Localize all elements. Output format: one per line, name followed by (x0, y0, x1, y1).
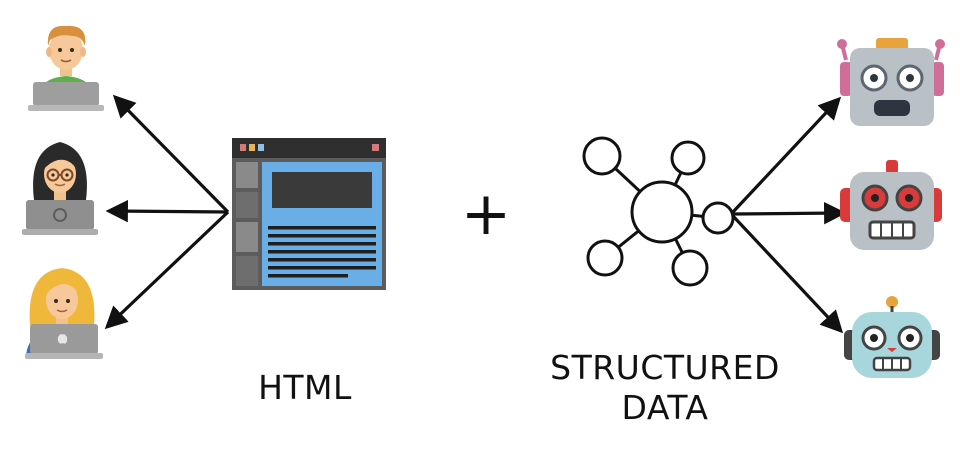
graph-node-right (701, 201, 735, 235)
html-page-icon (232, 138, 386, 290)
structured-data-label-line1: STRUCTURED (550, 348, 780, 387)
plus-sign: + (461, 179, 511, 249)
arrow-to-human-bottom (104, 210, 230, 330)
structured-data-label-line2: DATA (621, 388, 709, 427)
arrow-to-robot-top (731, 96, 842, 214)
html-label: HTML (258, 368, 352, 407)
robot-round-icon (840, 160, 942, 250)
graph-node-center (630, 180, 694, 244)
graph-node-bottom-right (671, 249, 709, 287)
woman-with-laptop-icon (25, 268, 103, 359)
arrows-to-humans (104, 94, 230, 330)
man-with-laptop-icon (28, 25, 104, 111)
graph-node-top-left (582, 136, 622, 176)
woman-with-glasses-laptop-icon (22, 142, 98, 235)
arrow-to-human-top (112, 94, 230, 214)
arrow-to-robot-bottom (731, 214, 844, 334)
structured-data-label: STRUCTURED DATA (530, 348, 800, 428)
arrow-to-robot-middle (732, 201, 847, 225)
arrows-to-robots (731, 96, 847, 334)
robot-boxy-icon (837, 38, 945, 126)
structured-data-graph-icon (582, 136, 735, 287)
graph-node-top-right (670, 140, 706, 176)
arrow-to-human-middle (105, 199, 229, 223)
graph-node-bottom-left (586, 239, 624, 277)
robot-teal-icon (844, 296, 940, 378)
